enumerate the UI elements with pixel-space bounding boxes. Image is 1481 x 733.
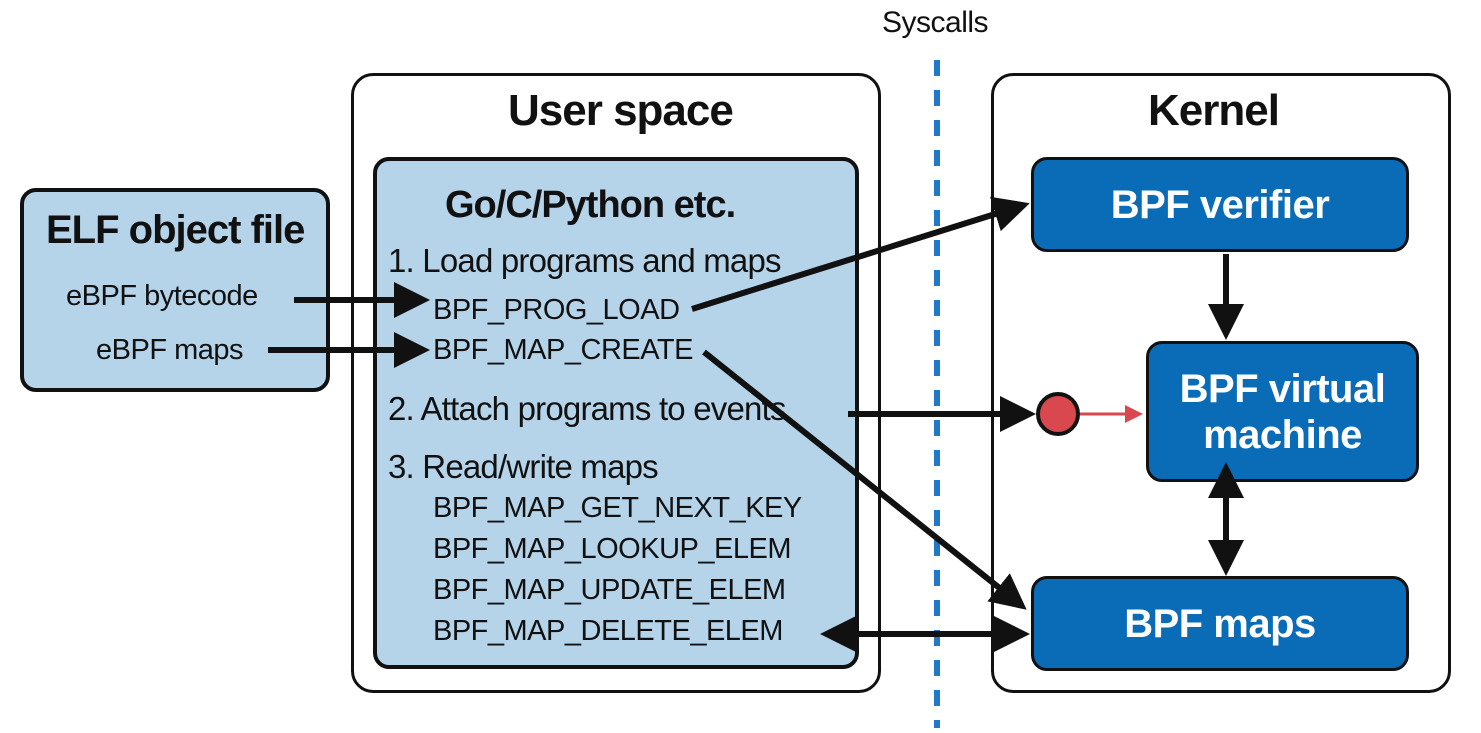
event-hook-dot: [1036, 392, 1080, 436]
arrow-map-create-to-maps: [702, 349, 1027, 610]
bpf-verifier-label: BPF verifier: [1110, 182, 1330, 227]
bpf-vm-label: BPF virtual machine: [1180, 366, 1386, 458]
user-space-title: User space: [508, 86, 734, 135]
elf-item-maps: eBPF maps: [96, 334, 244, 366]
elf-item-bytecode: eBPF bytecode: [66, 280, 258, 312]
kernel-title: Kernel: [1148, 86, 1280, 135]
call-bpf-map-create: BPF_MAP_CREATE: [433, 334, 693, 366]
bpf-maps-label: BPF maps: [1124, 601, 1316, 646]
syscalls-label: Syscalls: [882, 6, 989, 39]
arrow-prog-load-to-verifier: [691, 196, 1030, 312]
elf-object-file-box: [20, 188, 330, 392]
step-load-programs: 1. Load programs and maps: [388, 242, 782, 279]
call-bpf-map-get-next-key: BPF_MAP_GET_NEXT_KEY: [433, 492, 802, 524]
call-bpf-map-delete-elem: BPF_MAP_DELETE_ELEM: [433, 615, 783, 647]
bpf-maps-box: BPF maps: [1031, 576, 1409, 671]
bpf-vm-label-line1: BPF virtual: [1179, 366, 1386, 411]
call-bpf-map-update-elem: BPF_MAP_UPDATE_ELEM: [433, 574, 786, 606]
step-read-write-maps: 3. Read/write maps: [388, 448, 659, 485]
bpf-virtual-machine-box: BPF virtual machine: [1146, 341, 1419, 482]
elf-title: ELF object file: [46, 208, 305, 252]
bpf-vm-label-line2: machine: [1203, 412, 1362, 457]
bpf-verifier-box: BPF verifier: [1031, 157, 1409, 252]
step-attach-programs: 2. Attach programs to events: [388, 390, 786, 427]
call-bpf-prog-load: BPF_PROG_LOAD: [433, 294, 680, 326]
call-bpf-map-lookup-elem: BPF_MAP_LOOKUP_ELEM: [433, 533, 791, 565]
program-languages-title: Go/C/Python etc.: [445, 184, 736, 226]
